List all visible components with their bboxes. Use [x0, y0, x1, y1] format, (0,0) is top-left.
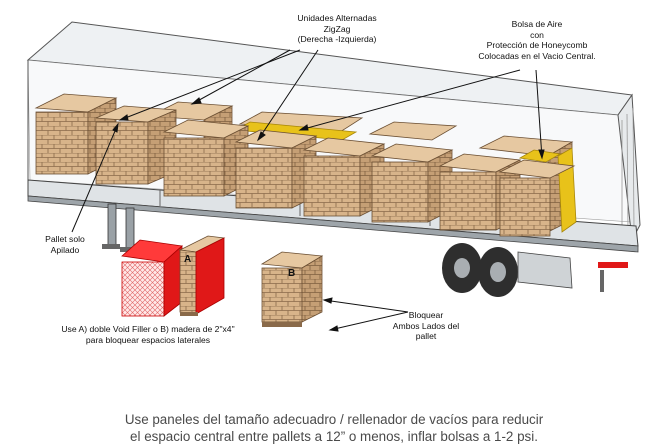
label-zigzag-line-1: Unidades Alternadas [297, 13, 377, 23]
marker-b: B [288, 268, 295, 279]
label-block-both-line-2: Ambos Lados del [392, 320, 460, 331]
label-void-filler-line-1: Use A) doble Void Filler o B) madera de … [61, 324, 235, 334]
detail-b-pallet [260, 251, 324, 327]
label-block-both-line-3: pallet [415, 331, 437, 342]
label-void-filler: Use A) doble Void Filler o B) madera de … [28, 324, 268, 345]
label-airbag-line-4: Colocadas en el Vacio Central. [478, 50, 596, 61]
label-airbag-line-3: Protección de Honeycomb [486, 40, 588, 51]
detail-a-void-filler [121, 235, 226, 317]
label-airbag-line-1: Bolsa de Aire [511, 19, 563, 29]
pallet-row-front [95, 105, 576, 237]
label-zigzag-line-3: (Derecha -Izquierda) [297, 34, 377, 45]
label-airbag-line-2: con [530, 29, 544, 40]
caption: Use paneles del tamaño adecuadro / relle… [0, 411, 668, 445]
caption-line-1: Use paneles del tamaño adecuadro / relle… [124, 412, 544, 427]
label-pallet-single: Pallet solo Apilado [30, 234, 100, 255]
label-void-filler-line-2: para bloquear espacios laterales [85, 334, 211, 345]
label-block-both: Bloquear Ambos Lados del pallet [376, 310, 476, 342]
wheels [442, 243, 628, 297]
label-zigzag: Unidades Alternadas ZigZag (Derecha -Izq… [272, 13, 402, 45]
landing-gear [102, 203, 138, 252]
label-pallet-single-line-1: Pallet solo [45, 234, 85, 244]
label-airbag: Bolsa de Aire con Protección de Honeycom… [462, 19, 612, 61]
marker-a: A [184, 254, 191, 265]
caption-line-2: el espacio central entre pallets a 12” o… [130, 429, 538, 444]
leader-arrows [71, 49, 545, 332]
label-block-both-line-1: Bloquear [408, 310, 444, 320]
label-zigzag-line-2: ZigZag [323, 23, 351, 34]
label-pallet-single-line-2: Apilado [50, 244, 80, 255]
